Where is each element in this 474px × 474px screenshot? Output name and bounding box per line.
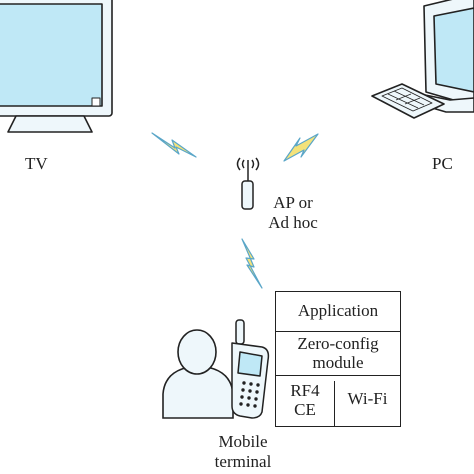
rf4ce-cell: RF4 CE [276, 381, 335, 426]
mobile-label-line1: Mobile [218, 432, 268, 451]
access-point-icon [236, 157, 260, 210]
pc-icon [371, 0, 474, 119]
ap-label: AP or Ad hoc [255, 193, 331, 233]
wireless-link-pc-ap-icon [283, 133, 319, 162]
stack-layer-application: Application [276, 292, 400, 332]
wireless-link-mobile-ap-icon [241, 238, 263, 289]
wifi-cell: Wi-Fi [347, 389, 388, 408]
ap-label-line1: AP or [273, 193, 313, 212]
application-label: Application [297, 301, 379, 320]
mobile-label-line2: terminal [214, 452, 272, 471]
stack-layer-radio: RF4 CE Wi-Fi [276, 376, 400, 426]
tv-label: TV [25, 154, 48, 173]
user-icon [162, 329, 234, 419]
mobile-phone-icon [231, 319, 270, 419]
pc-label: PC [432, 154, 453, 173]
rf4ce-line1: RF4 [290, 381, 320, 400]
protocol-stack: Application Zero-config module RF4 CE Wi… [275, 291, 401, 427]
rf4ce-line2: CE [294, 400, 316, 419]
mobile-terminal-label: Mobile terminal [196, 432, 290, 472]
zero-config-label: Zero-config module [276, 334, 400, 372]
zero-config-line2: module [312, 353, 364, 372]
stack-layer-zero-config: Zero-config module [276, 332, 400, 376]
tv-icon [0, 0, 113, 133]
wireless-link-tv-ap-icon [151, 132, 197, 158]
zero-config-line1: Zero-config [297, 334, 379, 353]
ap-label-line2: Ad hoc [268, 213, 318, 232]
